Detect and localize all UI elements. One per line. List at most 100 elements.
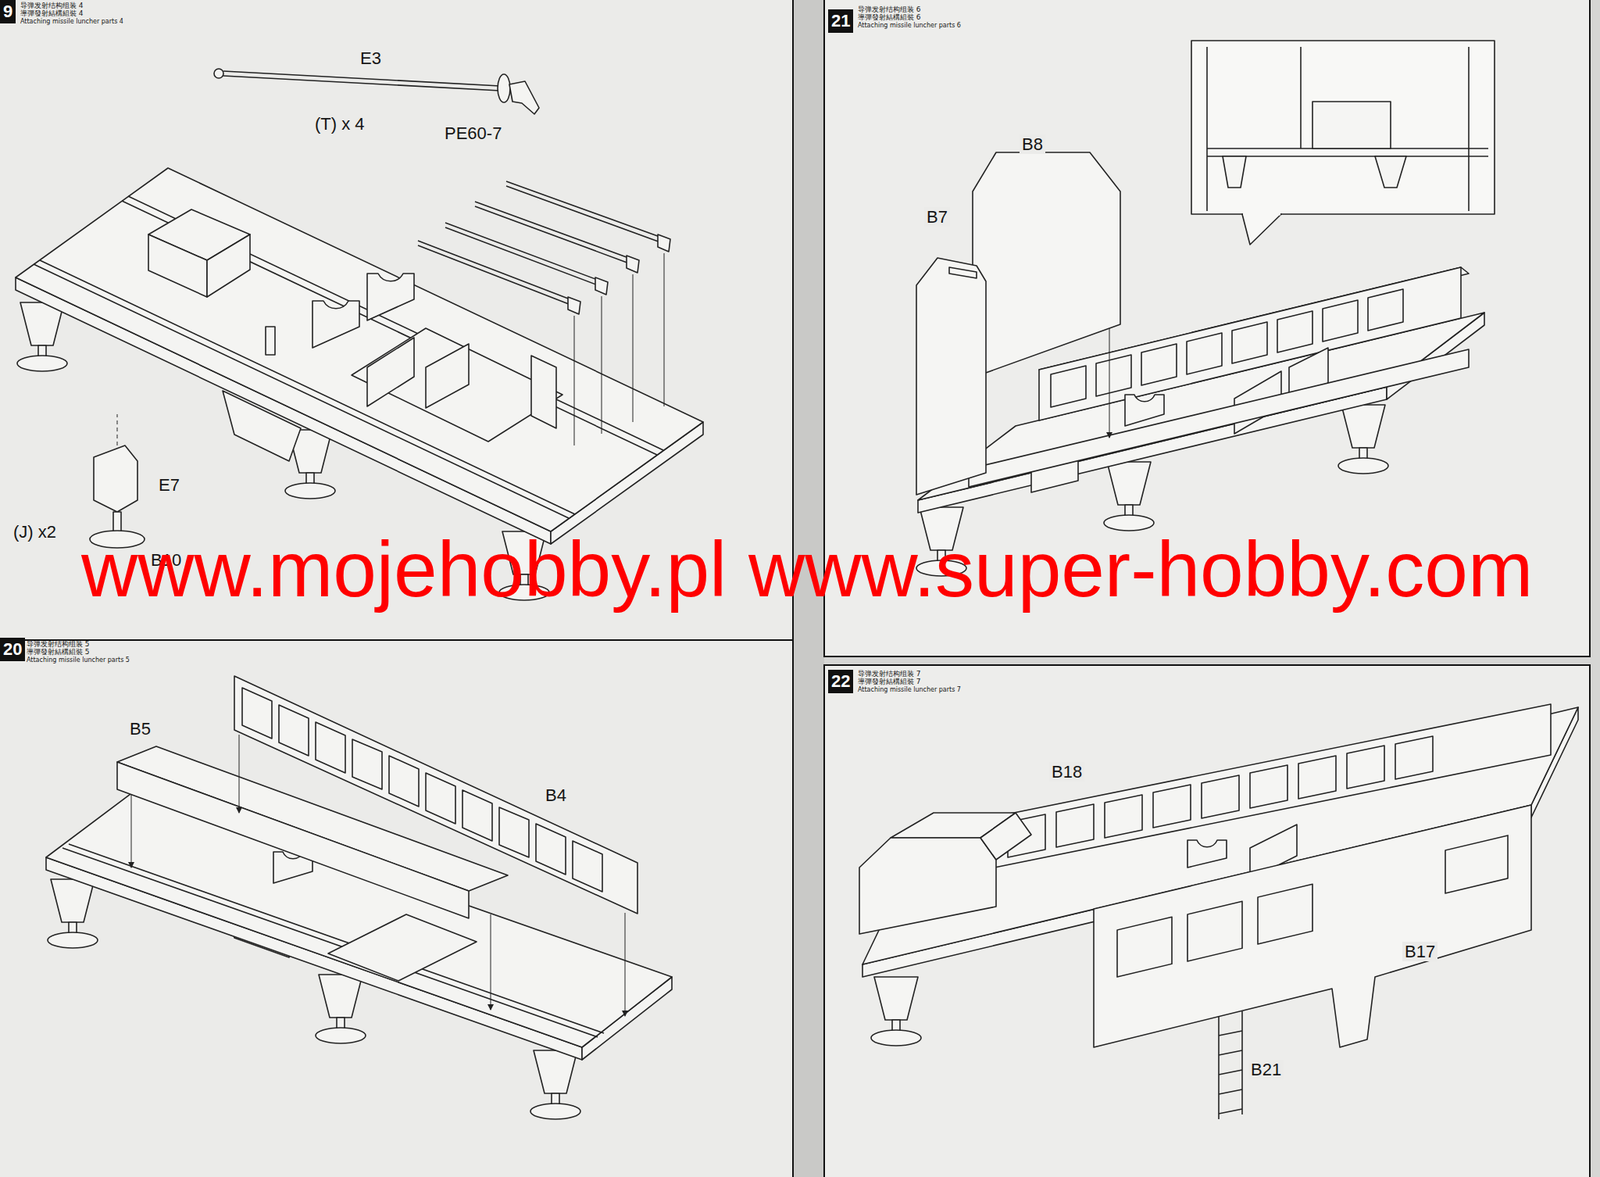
step-heading: 導彈發射結構組裝 6 bbox=[857, 14, 922, 22]
step21-drawing-shape bbox=[1141, 343, 1177, 386]
step20-drawing-shape bbox=[47, 932, 98, 948]
step19-drawing-shape bbox=[632, 274, 634, 422]
part-name: PE60-7 bbox=[442, 123, 504, 143]
step19-drawing-shape bbox=[117, 414, 118, 446]
step19-drawing-shape bbox=[285, 482, 336, 499]
step19-drawing-shape bbox=[367, 273, 415, 321]
step20-drawing-shape bbox=[490, 914, 492, 1010]
step21-drawing-shape bbox=[1312, 101, 1391, 149]
step20-drawing-shape bbox=[533, 1050, 578, 1093]
step22-drawing-shape bbox=[1218, 1030, 1243, 1036]
part-name: B5 bbox=[127, 718, 154, 739]
step19-drawing-shape bbox=[574, 315, 575, 446]
step21-drawing-shape bbox=[1191, 40, 1495, 215]
step21-drawing-shape bbox=[1096, 354, 1132, 397]
step21-drawing-shape bbox=[1125, 394, 1165, 426]
step20-drawing-shape bbox=[572, 840, 603, 892]
step-number: 21 bbox=[828, 9, 854, 33]
step20-drawing-shape bbox=[328, 914, 477, 981]
step21-drawing-shape bbox=[1107, 461, 1151, 505]
step22-drawing-shape bbox=[1187, 900, 1243, 961]
step19-drawing-shape bbox=[417, 245, 573, 306]
step21-drawing-shape bbox=[916, 257, 986, 495]
step22-drawing-shape bbox=[1257, 883, 1313, 944]
step19-drawing-shape bbox=[265, 326, 275, 355]
step19-drawing-shape bbox=[15, 167, 704, 532]
step19-drawing-shape bbox=[509, 81, 540, 115]
step21-drawing-shape bbox=[968, 349, 1469, 487]
step-heading: 導彈發射結構組裝 4 bbox=[20, 10, 84, 18]
step19-drawing-shape bbox=[595, 277, 608, 295]
step19-drawing-shape bbox=[445, 222, 602, 282]
step22-drawing-shape bbox=[874, 976, 918, 1020]
step21-drawing-shape bbox=[1341, 404, 1386, 448]
step22-drawing-shape bbox=[1187, 839, 1227, 868]
step21-drawing-shape bbox=[949, 267, 977, 279]
step19-drawing-shape bbox=[312, 300, 360, 348]
step22-drawing-shape bbox=[1201, 775, 1240, 818]
step-heading: 导弹发射结构组装 4 bbox=[20, 2, 84, 11]
step20-drawing-shape bbox=[131, 793, 133, 868]
step21-drawing-shape bbox=[1232, 321, 1268, 364]
step-heading: 导弹发射结构组装 7 bbox=[857, 670, 922, 679]
part-name: B7 bbox=[924, 207, 950, 227]
step19-drawing-shape bbox=[367, 337, 415, 407]
step21-drawing-shape bbox=[1300, 46, 1302, 149]
step22-drawing-shape bbox=[871, 1029, 922, 1046]
step20-drawing-shape bbox=[425, 772, 456, 824]
step21-drawing-shape bbox=[1467, 46, 1470, 211]
step22-drawing-shape bbox=[1218, 1069, 1243, 1075]
step21-drawing-shape bbox=[1375, 156, 1407, 188]
step20-drawing-shape bbox=[530, 1103, 581, 1119]
step20-drawing-shape bbox=[68, 843, 604, 1033]
step20-drawing-shape bbox=[234, 675, 638, 914]
step22-drawing-shape bbox=[1395, 735, 1433, 779]
part-name: E3 bbox=[357, 48, 384, 68]
step19-drawing-shape bbox=[626, 255, 640, 273]
step20-drawing-shape bbox=[278, 704, 309, 756]
step21-drawing-shape bbox=[1242, 214, 1282, 245]
step21-drawing-shape bbox=[1109, 328, 1111, 438]
step20-drawing-shape bbox=[389, 755, 419, 807]
part-name: B18 bbox=[1049, 761, 1085, 782]
step22-drawing-shape bbox=[1104, 794, 1143, 838]
step-heading: Attaching missile luncher parts 5 bbox=[26, 657, 130, 665]
step22-drawing bbox=[859, 703, 1579, 1119]
step22-drawing-shape bbox=[980, 812, 1032, 860]
page-panels-shape bbox=[824, 664, 1590, 1177]
step21-drawing-shape bbox=[1050, 365, 1086, 408]
step19-drawing-shape bbox=[113, 511, 122, 532]
step20-drawing bbox=[46, 675, 672, 1119]
step20-drawing-shape bbox=[242, 687, 272, 739]
step21-drawing-shape bbox=[1277, 310, 1313, 353]
step-heading: Attaching missile luncher parts 7 bbox=[857, 686, 961, 694]
step19-drawing-shape bbox=[93, 445, 138, 512]
step20-drawing-shape bbox=[315, 1027, 366, 1043]
step21-drawing bbox=[916, 40, 1495, 576]
step-number: 22 bbox=[828, 669, 854, 693]
step-number: 9 bbox=[0, 0, 16, 24]
step22-drawing-shape bbox=[1117, 916, 1172, 977]
step19-drawing-shape bbox=[223, 75, 500, 91]
step21-drawing-shape bbox=[1367, 289, 1404, 331]
step21-drawing-shape bbox=[1222, 156, 1247, 188]
step22-drawing-shape bbox=[1218, 1050, 1243, 1055]
step19-drawing-shape bbox=[128, 196, 664, 450]
step19-drawing-shape bbox=[214, 68, 224, 79]
step20-drawing-shape bbox=[535, 823, 566, 875]
step19-drawing-shape bbox=[506, 181, 665, 239]
step-heading: 導彈發射結構組裝 7 bbox=[857, 678, 922, 686]
step22-drawing-shape bbox=[1093, 804, 1532, 1047]
step22-drawing-shape bbox=[1153, 784, 1191, 828]
step20-drawing-shape bbox=[352, 739, 383, 790]
step19-drawing-shape bbox=[425, 343, 469, 408]
watermark: www.mojehobby.pl www.super-hobby.com bbox=[81, 529, 1533, 608]
step20-drawing-shape bbox=[318, 974, 363, 1018]
step22-drawing-shape bbox=[859, 837, 997, 934]
step22-drawing-shape bbox=[1218, 1108, 1243, 1114]
page-panels-shape bbox=[0, 639, 793, 1177]
step20-drawing-shape bbox=[625, 912, 626, 1016]
step-heading: 導彈發射結構組裝 5 bbox=[26, 648, 90, 657]
part-name: B8 bbox=[1019, 134, 1046, 154]
